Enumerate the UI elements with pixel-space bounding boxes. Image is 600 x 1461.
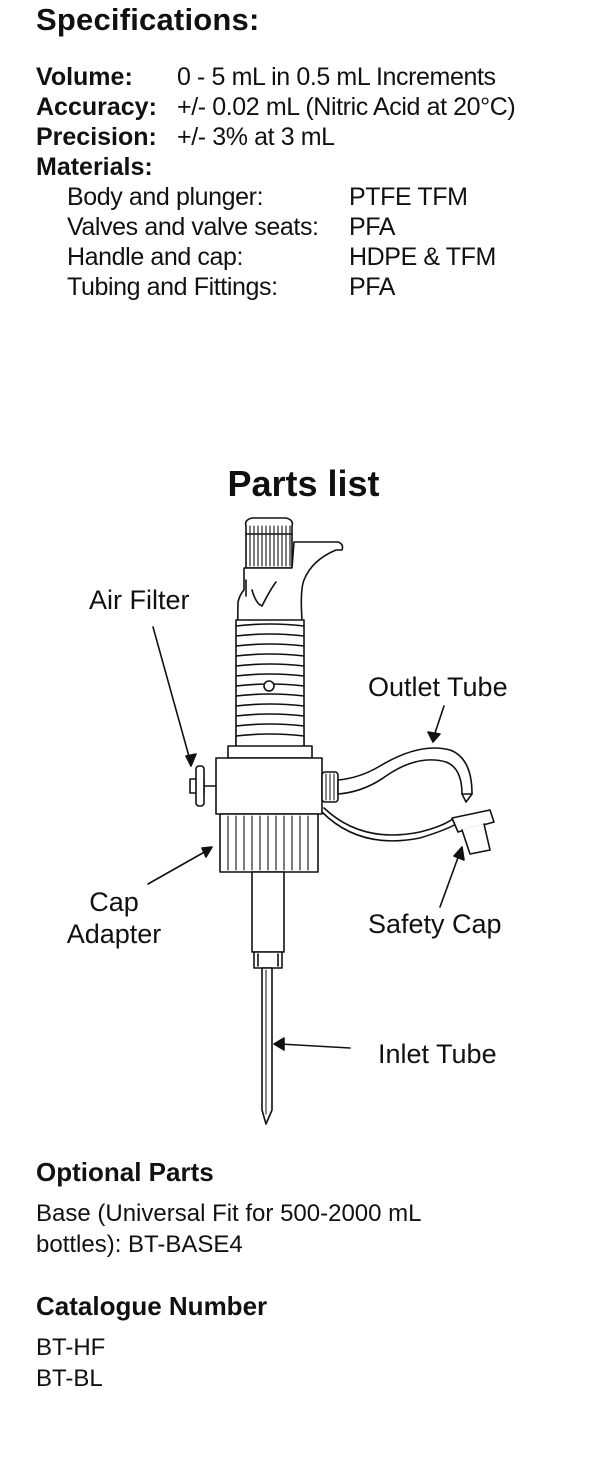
safety-cap-icon [321,807,495,855]
materials-label-row: Materials: [36,152,515,182]
spec-key: Accuracy: [36,93,157,121]
spec-value: +/- 3% at 3 mL [177,123,335,151]
parts-list-title: Parts list [227,463,380,504]
label-outlet-tube: Outlet Tube [368,672,508,702]
optional-parts-heading: Optional Parts [36,1157,214,1187]
specifications-list: Volume: 0 - 5 mL in 0.5 mL Increments Ac… [36,62,516,302]
knob-icon [244,517,294,569]
dispenser-illustration [147,517,495,1125]
inlet-stem-icon [251,871,285,1125]
material-value: PFA [349,213,396,241]
cap-adapter-icon [219,813,319,873]
air-filter-icon [189,765,217,807]
material-row: Tubing and Fittings: PFA [36,272,515,302]
parts-diagram: Air Filter Outlet Tube Cap Adapter Safet… [0,510,600,1140]
catalogue-list: BT-HF BT-BL [36,1332,556,1394]
material-value: HDPE & TFM [349,243,496,271]
material-row: Handle and cap: HDPE & TFM [36,242,515,272]
label-cap-adapter: Cap Adapter [58,886,170,950]
spec-key: Volume: [36,63,133,91]
label-cap-adapter-line1: Cap [89,887,139,917]
label-cap-adapter-line2: Adapter [66,919,162,949]
spec-row-precision: Precision: +/- 3% at 3 mL [36,122,515,152]
outlet-tube-icon [321,747,473,803]
collar-icon [215,745,323,815]
specifications-title: Specifications: [36,2,260,37]
spec-key: Precision: [36,123,157,151]
material-part: Handle and cap: [67,243,244,271]
catalogue-number: BT-BL [36,1365,103,1392]
label-inlet-tube: Inlet Tube [378,1039,497,1069]
material-part: Tubing and Fittings: [67,273,278,301]
catalogue-heading: Catalogue Number [36,1291,268,1321]
optional-parts-line1: Base (Universal Fit for 500-2000 mL [36,1200,422,1227]
material-value: PTFE TFM [349,183,468,211]
label-safety-cap: Safety Cap [368,909,502,939]
material-row: Valves and valve seats: PFA [36,212,515,242]
spec-row-accuracy: Accuracy: +/- 0.02 mL (Nitric Acid at 20… [36,92,516,122]
materials-label: Materials: [36,153,153,181]
body-ribs-icon [235,619,305,749]
spec-value: 0 - 5 mL in 0.5 mL Increments [177,63,496,91]
material-part: Valves and valve seats: [67,213,319,241]
label-air-filter: Air Filter [89,585,190,615]
material-part: Body and plunger: [67,183,264,211]
optional-parts-body: Base (Universal Fit for 500-2000 mL bott… [36,1198,556,1260]
material-row: Body and plunger: PTFE TFM [36,182,515,212]
material-value: PFA [349,273,396,301]
spec-row-volume: Volume: 0 - 5 mL in 0.5 mL Increments [36,62,515,92]
leader-arrows [147,626,465,1051]
catalogue-number: BT-HF [36,1334,106,1361]
optional-parts-line2: bottles): BT-BASE4 [36,1231,243,1258]
spec-value: +/- 0.02 mL (Nitric Acid at 20°C) [177,93,516,121]
